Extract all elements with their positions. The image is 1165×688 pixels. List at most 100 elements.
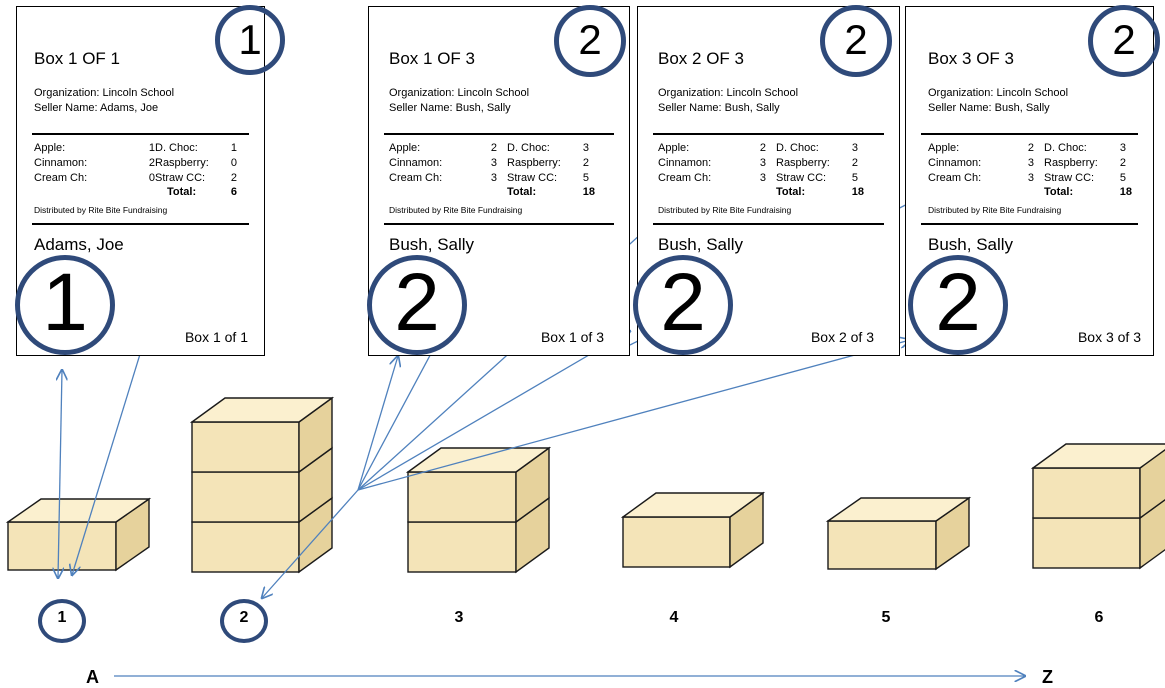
row-value: 2 <box>582 157 589 169</box>
card-box-label: Box 3 of 3 <box>1077 329 1141 345</box>
card-seller-large: Bush, Sally <box>928 235 1014 254</box>
box-front <box>1032 517 1141 569</box>
card-divider <box>653 223 884 225</box>
box-front <box>407 471 517 523</box>
row-value: 5 <box>851 172 858 184</box>
box-front <box>191 471 300 523</box>
card-number: 1 <box>238 16 262 63</box>
row-value: 2 <box>851 157 858 169</box>
box-front <box>191 421 300 473</box>
card-big-number: 2 <box>660 257 706 348</box>
card-title: Box 1 OF 3 <box>389 49 475 68</box>
card-title: Box 1 OF 1 <box>34 49 120 68</box>
card-number-circle: 1 <box>215 5 285 75</box>
row-value: 2 <box>148 157 155 169</box>
row-label: Apple: <box>928 142 960 154</box>
box-stack-4 <box>620 491 766 569</box>
box-top <box>620 492 766 518</box>
arrow-hub-to-card4-big <box>357 340 910 491</box>
card-box-label: Box 2 of 3 <box>810 329 874 345</box>
label-card-3: Box 2 OF 3 Organization: Lincoln School … <box>633 5 900 356</box>
box-front <box>1032 467 1141 519</box>
card-seller-large: Bush, Sally <box>658 235 744 254</box>
row-label: Straw CC: <box>1044 172 1095 184</box>
box-front <box>622 516 731 568</box>
label-card-1: Box 1 OF 1 Organization: Lincoln School … <box>15 5 285 356</box>
row-label: Apple: <box>34 142 66 154</box>
box-front <box>7 521 117 571</box>
row-label: D. Choc: <box>507 142 550 154</box>
card-divider <box>921 223 1138 225</box>
arrow-hub-to-card2-big <box>357 356 398 491</box>
card-big-number-circle: 2 <box>633 255 733 355</box>
card-number-circle: 2 <box>820 5 892 77</box>
card-seller-name: Seller Name: Bush, Sally <box>928 102 1050 114</box>
card-number-circle: 2 <box>1088 5 1160 77</box>
card-box-label: Box 1 of 1 <box>184 329 248 345</box>
total-label: Total: <box>167 186 197 198</box>
position-label-3: 3 <box>454 609 464 626</box>
box-stack-5 <box>825 496 972 571</box>
row-value: 5 <box>1119 172 1126 184</box>
row-value: 0 <box>148 172 155 184</box>
row-label: Raspberry: <box>155 157 209 169</box>
card-seller-large: Adams, Joe <box>34 235 124 254</box>
row-value: 3 <box>490 172 497 184</box>
row-label: Raspberry: <box>776 157 830 169</box>
position-label-5: 5 <box>881 609 891 626</box>
position-circle-2 <box>220 599 268 643</box>
row-value: 2 <box>1027 142 1034 154</box>
position-label-4: 4 <box>669 609 679 626</box>
total-value: 18 <box>582 186 595 198</box>
label-card-4: Box 3 OF 3 Organization: Lincoln School … <box>905 5 1160 356</box>
position-label-2: 2 <box>239 609 249 626</box>
total-label: Total: <box>1044 186 1074 198</box>
row-label: Cream Ch: <box>389 172 443 184</box>
label-card-2: Box 1 OF 3 Organization: Lincoln School … <box>367 5 630 356</box>
card-big-number: 2 <box>394 257 440 348</box>
row-label: Apple: <box>389 142 421 154</box>
distributor-note: Distributed by Rite Bite Fundraising <box>34 205 168 215</box>
box-stack-3 <box>405 446 552 574</box>
axis-end-label: Z <box>1042 667 1053 687</box>
row-label: D. Choc: <box>776 142 819 154</box>
card-organization: Organization: Lincoln School <box>389 87 530 99</box>
total-value: 6 <box>230 186 237 198</box>
row-label: Raspberry: <box>1044 157 1098 169</box>
position-label-1: 1 <box>57 609 67 626</box>
row-value: 3 <box>1027 157 1034 169</box>
row-value: 3 <box>759 172 766 184</box>
box-front <box>407 521 517 573</box>
row-label: Apple: <box>658 142 690 154</box>
row-value: 2 <box>490 142 497 154</box>
card-big-number-circle: 2 <box>908 255 1008 355</box>
row-label: Cinnamon: <box>658 157 712 169</box>
arrow-hub-to-position2 <box>262 489 359 598</box>
box-stacks <box>5 396 1165 574</box>
card-divider <box>653 133 884 135</box>
card-divider <box>384 223 614 225</box>
card-divider <box>32 133 249 135</box>
card-number: 2 <box>578 16 602 63</box>
row-label: Straw CC: <box>507 172 558 184</box>
row-label: Cinnamon: <box>389 157 443 169</box>
axis-start-label: A <box>86 667 99 687</box>
row-label: Raspberry: <box>507 157 561 169</box>
distributor-note: Distributed by Rite Bite Fundraising <box>658 205 792 215</box>
box-stack-6 <box>1030 443 1165 570</box>
arrow-hub-to-box-label <box>357 331 630 491</box>
row-value: 0 <box>230 157 237 169</box>
row-value: 1 <box>148 142 155 154</box>
row-label: D. Choc: <box>155 142 198 154</box>
row-label: Cinnamon: <box>34 157 88 169</box>
row-value: 2 <box>759 142 766 154</box>
box-front <box>827 520 937 570</box>
total-label: Total: <box>776 186 806 198</box>
card-divider <box>384 133 614 135</box>
card-big-number-circle: 2 <box>367 255 467 355</box>
position-circle-1 <box>38 599 86 643</box>
distributor-note: Distributed by Rite Bite Fundraising <box>928 205 1062 215</box>
row-value: 3 <box>759 157 766 169</box>
arrow-box1-to-card1-big <box>58 370 62 578</box>
card-organization: Organization: Lincoln School <box>34 87 175 99</box>
